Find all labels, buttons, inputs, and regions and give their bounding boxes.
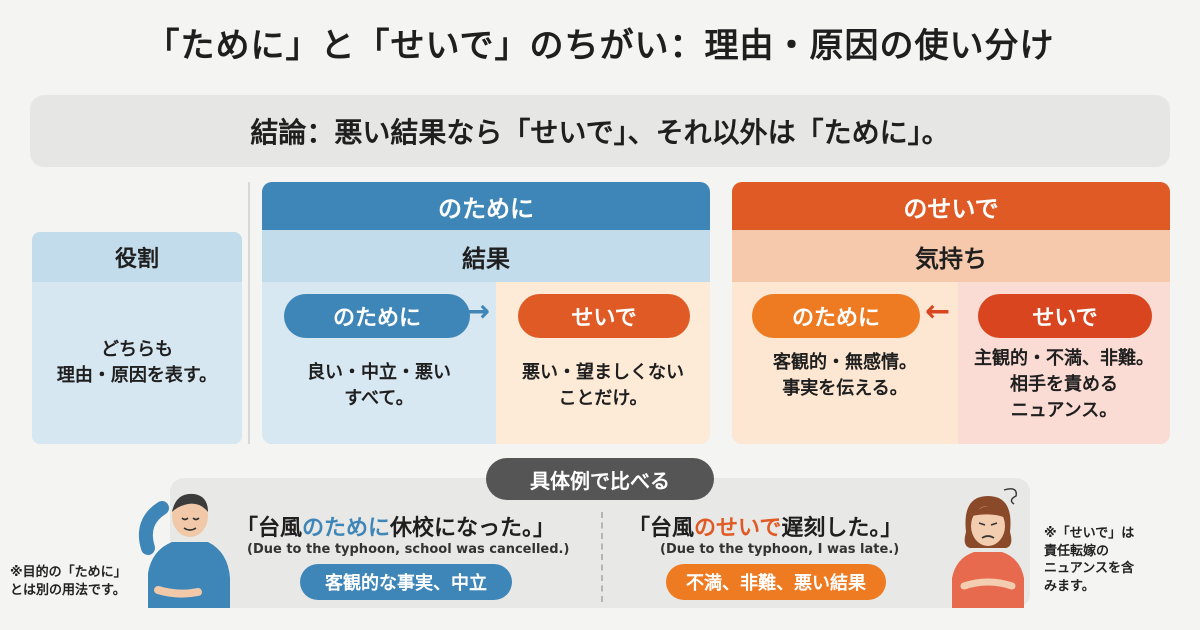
person-relaxed-icon — [138, 493, 230, 608]
desc-seide: 悪い・望ましくない ことだけ。 — [522, 362, 684, 410]
column-notameni: のために 結果 のために → せいで 良い・中立・悪い すべて。 悪い・望ましく… — [262, 182, 710, 444]
conclusion-banner: 結論：悪い結果なら「せいで」、それ以外は「ために」。 — [30, 95, 1170, 167]
role-body: どちらも 理由・原因を表す。 — [56, 338, 218, 386]
pill-notameni: のために — [752, 294, 920, 338]
example-text: 「台風 — [628, 516, 695, 541]
column-noseide: のせいで 気持ち のために ← せいで 客観的・無感情。 事実を伝える。 主観的… — [732, 182, 1170, 444]
example-text: 遅刻した。」 — [781, 516, 903, 541]
pill-notameni: のために — [284, 294, 470, 338]
note-left: ※目的の「ために」 とは別の用法です。 — [10, 565, 127, 598]
column-subheading: 結果 — [262, 230, 710, 282]
role-heading: 役割 — [32, 232, 242, 282]
example-left-english: (Due to the typhoon, school was cancelle… — [247, 542, 570, 557]
example-right-sentence: 「台風のせいで遅刻した。」 — [628, 510, 902, 542]
desc-seide: 主観的・不満、非難。 相手を責める ニュアンス。 — [974, 348, 1154, 422]
note-right: ※「せいで」は 責任転嫁の ニュアンスを含 みます。 — [1044, 526, 1135, 594]
column-heading: のために — [262, 182, 710, 230]
example-right-tag: 不満、非難、悪い結果 — [666, 564, 886, 600]
examples-divider — [601, 512, 603, 602]
desc-notameni: 良い・中立・悪い すべて。 — [307, 362, 451, 410]
role-card: 役割 どちらも 理由・原因を表す。 — [32, 232, 242, 444]
example-highlight: のために — [302, 516, 391, 541]
example-left-sentence: 「台風のために休校になった。」 — [236, 510, 555, 542]
example-text: 休校になった。」 — [390, 516, 556, 541]
arrow-left-icon: ← — [925, 294, 951, 329]
pill-seide: せいで — [518, 294, 690, 338]
examples-badge: 具体例で比べる — [486, 458, 714, 500]
example-right-english: (Due to the typhoon, I was late.) — [660, 542, 900, 557]
page-title: 「ために」と「せいで」のちがい：理由・原因の使い分け — [145, 26, 1055, 66]
pill-seide: せいで — [978, 294, 1152, 338]
person-annoyed-icon — [952, 488, 1024, 608]
example-text: 「台風 — [236, 516, 303, 541]
example-left-tag: 客観的な事実、中立 — [300, 564, 512, 600]
column-subheading: 気持ち — [732, 230, 1170, 282]
desc-notameni: 客観的・無感情。 事実を伝える。 — [773, 352, 917, 400]
arrow-right-icon: → — [465, 294, 491, 329]
column-heading: のせいで — [732, 182, 1170, 230]
example-highlight: のせいで — [694, 516, 782, 541]
divider — [248, 182, 250, 444]
